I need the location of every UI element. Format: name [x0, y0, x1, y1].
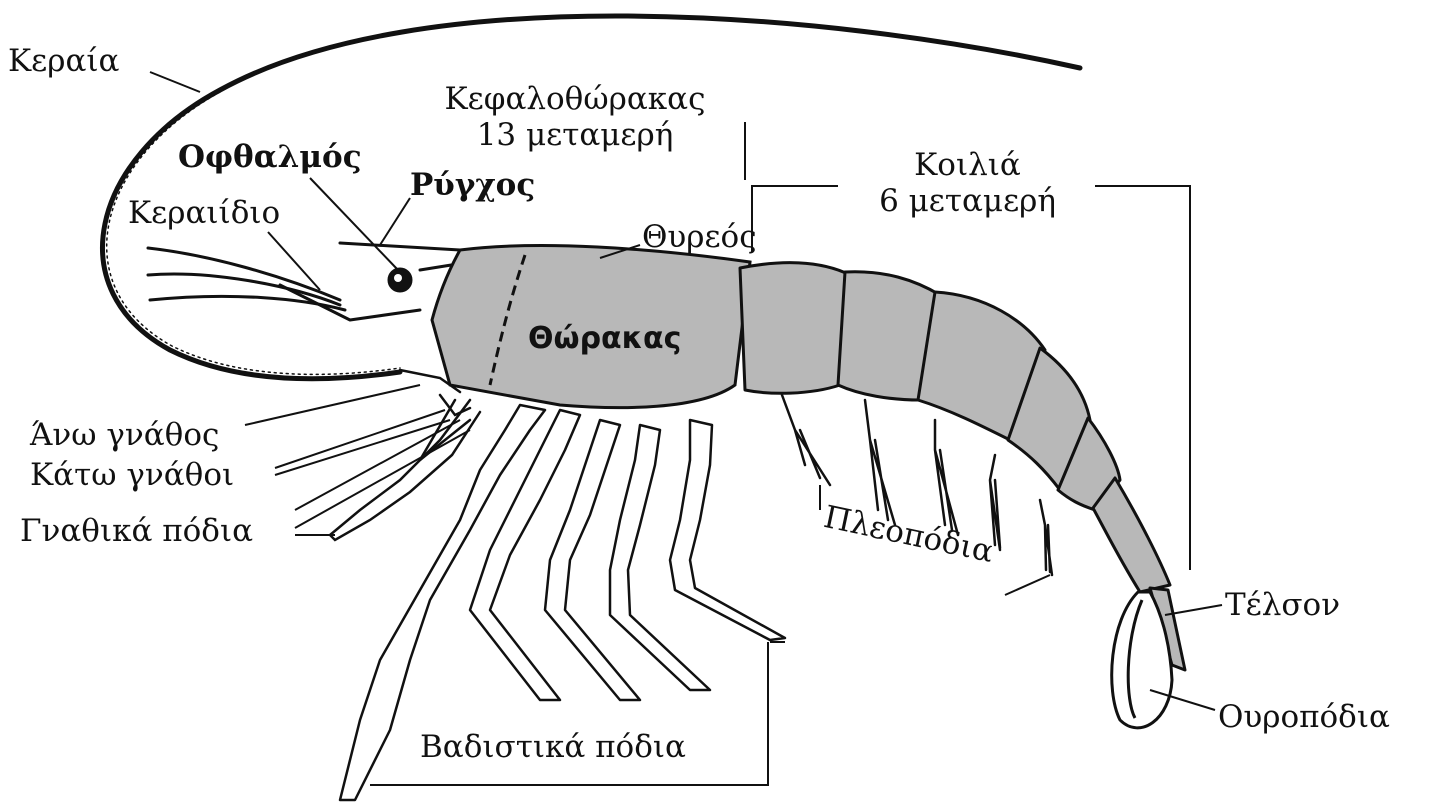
eye-label: Οφθαλμός	[178, 140, 362, 176]
maxillae-leader	[275, 410, 450, 475]
abdomen-label: Κοιλιά 6 μεταμερή	[840, 148, 1095, 219]
cephalothorax-label: Κεφαλοθώρακας 13 μεταμερή	[415, 82, 735, 153]
maxillipeds-label: Γναθικά πόδια	[20, 514, 253, 550]
telson-label: Τέλσον	[1225, 588, 1340, 624]
cephalothorax-label-line2: 13 μεταμερή	[415, 118, 735, 154]
antenna-leader	[150, 72, 200, 92]
abdomen-segment-6	[1093, 478, 1170, 592]
mandible-label: Άνω γνάθος	[30, 418, 219, 454]
antennule-label: Κεραιίδιο	[128, 196, 280, 232]
abdomen-segment-1	[740, 263, 850, 394]
carapace-label: Θυρεός	[642, 220, 757, 256]
maxillae-label: Κάτω γνάθοι	[30, 458, 234, 494]
abdomen-label-line2: 6 μεταμερή	[840, 184, 1095, 220]
walking-leg-5	[670, 420, 785, 640]
thorax-label: Θώρακας	[528, 322, 681, 357]
cephalothorax-label-line1: Κεφαλοθώρακας	[415, 82, 735, 118]
rostrum-leader	[380, 198, 410, 245]
uropods-label: Ουροπόδια	[1218, 700, 1390, 736]
mandible-leader	[245, 385, 420, 425]
rostrum-label: Ρύγχος	[410, 168, 535, 204]
maxillipeds-leader	[295, 420, 470, 535]
walking-legs-label: Βαδιστικά πόδια	[420, 730, 686, 766]
antenna-label: Κεραία	[8, 44, 119, 80]
abdomen-label-line1: Κοιλιά	[840, 148, 1095, 184]
eye-leader	[310, 178, 398, 270]
